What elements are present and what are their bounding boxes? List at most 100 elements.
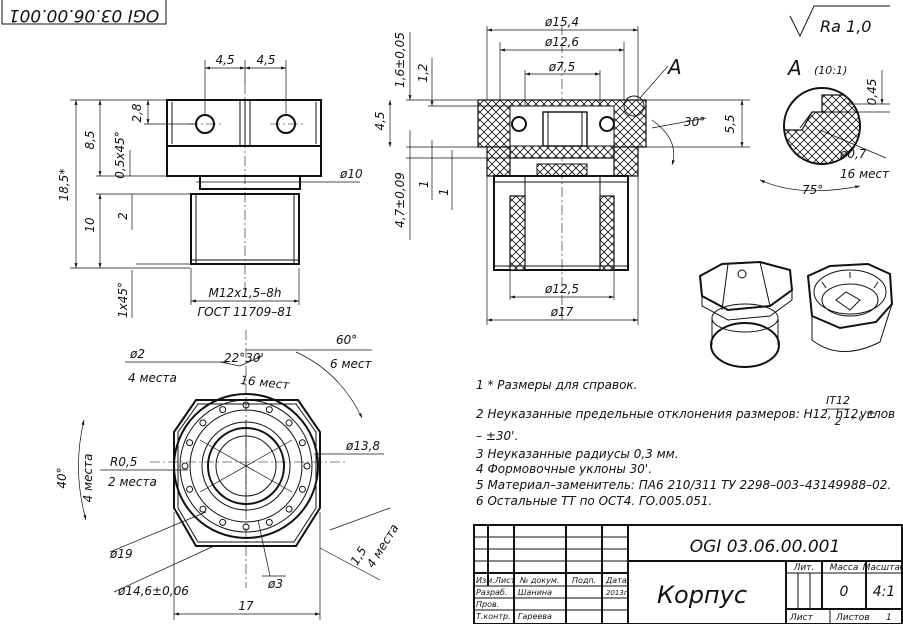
plan-hole (265, 406, 273, 414)
sheet-label: Лист (789, 613, 814, 623)
plan-hole (303, 462, 311, 470)
plan-view: 60° 6 мест ø2 4 места 22°30' 16 мест ø13… (55, 330, 401, 620)
col-lit: Лит. (793, 563, 815, 573)
detail-a75: 75° (802, 183, 823, 197)
hdr-sign: Подп. (572, 576, 596, 585)
scale-value: 4:1 (873, 584, 896, 600)
dim-d125: ø12,5 (544, 282, 579, 296)
plan-hole (298, 485, 306, 493)
stamp-top-text: OGI 03.06.00.001 (9, 5, 160, 25)
hdr-izm: Изм. (476, 576, 495, 585)
dim-h12: 1,2 (416, 63, 430, 82)
note-4: 4 Формовочные уклоны 30'. (476, 462, 652, 476)
tcontrol-name: Гареева (518, 612, 552, 621)
dev-date: 2013г (606, 589, 628, 597)
dim-h16: 1,6±0,05 (393, 32, 407, 88)
col-scale: Масштаб (863, 563, 903, 573)
dim-a30: 30° (684, 115, 705, 129)
note-2-fraction-den: 2 (835, 415, 842, 428)
col-mass: Масса (830, 563, 859, 573)
detail-label: A (786, 56, 802, 80)
note-2-cont: – ±30'. (476, 429, 518, 443)
dim-gost: ГОСТ 11709–81 (197, 305, 292, 319)
section-view: ø15,4 ø12,6 ø7,5 4,5 1,6±0,05 1,2 4,7±0,… (373, 15, 750, 325)
plan-c4b: 4 места (81, 454, 95, 503)
hdr-list: Лист (494, 576, 516, 585)
dim-h1b: 1 (437, 188, 451, 196)
dim-d17: ø17 (550, 305, 574, 319)
doc-number: OGI 03.06.00.001 (690, 537, 841, 557)
plan-hole (242, 523, 250, 531)
dim-h2: 2 (116, 212, 130, 220)
plan-c2: 2 места (108, 475, 157, 489)
view-label-a: A (666, 55, 682, 79)
dim-d75: ø7,5 (548, 60, 575, 74)
mass-value: 0 (840, 584, 849, 600)
plan-d138: ø13,8 (345, 439, 380, 453)
plan-r05: R0,5 (110, 455, 137, 469)
plan-c4c: 4 места (364, 521, 402, 570)
note-5: 5 Материал–заменитель: ПА6 210/311 ТУ 22… (476, 478, 891, 492)
row-check: Пров. (476, 600, 499, 609)
note-2: 2 Неуказанные предельные отклонения разм… (476, 407, 876, 421)
plan-hole (242, 401, 250, 409)
note-1: 1 * Размеры для справок. (476, 378, 637, 392)
note-6: 6 Остальные ТТ по ОСТ4. ГО.005.051. (476, 494, 712, 508)
row-tcontrol: Т.контр. (476, 612, 511, 621)
dim-w2: 4,5 (256, 53, 275, 67)
plan-hole (199, 505, 207, 513)
plan-d3: ø3 (267, 577, 283, 591)
note-3: 3 Неуказанные радиусы 0,3 мм. (476, 447, 679, 461)
technical-notes: 1 * Размеры для справок. 2 Неуказанные п… (476, 378, 895, 508)
plan-d146: ø14,6±0,06 (117, 584, 189, 598)
title-block: OGI 03.06.00.001 Корпус Лит. Масса Масшт… (473, 524, 903, 624)
dim-total: 18,5* (57, 169, 71, 202)
sheets-value: 1 (886, 613, 892, 623)
dev-name: Шанина (518, 588, 552, 597)
isometric-views (698, 260, 894, 368)
sheets-label: Листов (835, 613, 870, 623)
dim-ch1: 1x45° (116, 282, 130, 318)
plan-hole (199, 419, 207, 427)
front-view: 4,5 4,5 18,5* 8,5 10 2,8 0,5x45° 2 1x45°… (57, 53, 363, 319)
dim-h47: 4,7±0,09 (393, 172, 407, 228)
plan-holes (181, 401, 311, 531)
plan-d19: ø19 (109, 547, 133, 561)
detail-c16: 16 мест (840, 167, 890, 181)
roughness-text: Ra 1,0 (820, 17, 871, 36)
plan-a60: 60° (336, 333, 357, 347)
plan-c4a: 4 места (128, 371, 177, 385)
part-name: Корпус (657, 581, 747, 609)
plan-hole (219, 406, 227, 414)
plan-hole (285, 505, 293, 513)
note-2-fraction-num: IT12 (826, 394, 850, 407)
dim-d126: ø12,6 (544, 35, 579, 49)
dim-h85: 8,5 (83, 130, 97, 149)
dim-thread: M12x1,5–8h (208, 286, 281, 300)
row-dev: Разраб. (476, 588, 507, 597)
plan-hole (265, 518, 273, 526)
plan-hole (181, 462, 189, 470)
plan-c6: 6 мест (330, 357, 372, 371)
dim-h45: 4,5 (373, 111, 387, 130)
plan-d2: ø2 (129, 347, 145, 361)
plan-c16: 16 мест (240, 373, 291, 392)
plan-a2230: 22°30' (224, 351, 264, 365)
dim-d154: ø15,4 (544, 15, 579, 29)
hdr-doc: № докум. (519, 576, 559, 585)
roughness-symbol: Ra 1,0 (789, 5, 890, 38)
plan-hole (285, 419, 293, 427)
hdr-date: Дата (605, 576, 627, 585)
detail-d07: ø0,7 (839, 147, 867, 161)
plan-hole (219, 518, 227, 526)
plan-hole (298, 439, 306, 447)
detail-h045: 0,45 (865, 79, 879, 106)
detail-scale: (10:1) (814, 64, 847, 77)
plan-hole (186, 439, 194, 447)
dim-d10: ø10 (339, 167, 363, 181)
dim-h28: 2,8 (130, 103, 144, 122)
note-2-tail: , углов (852, 407, 895, 421)
plan-a40: 40° (55, 467, 69, 488)
plan-w17: 17 (238, 599, 254, 613)
